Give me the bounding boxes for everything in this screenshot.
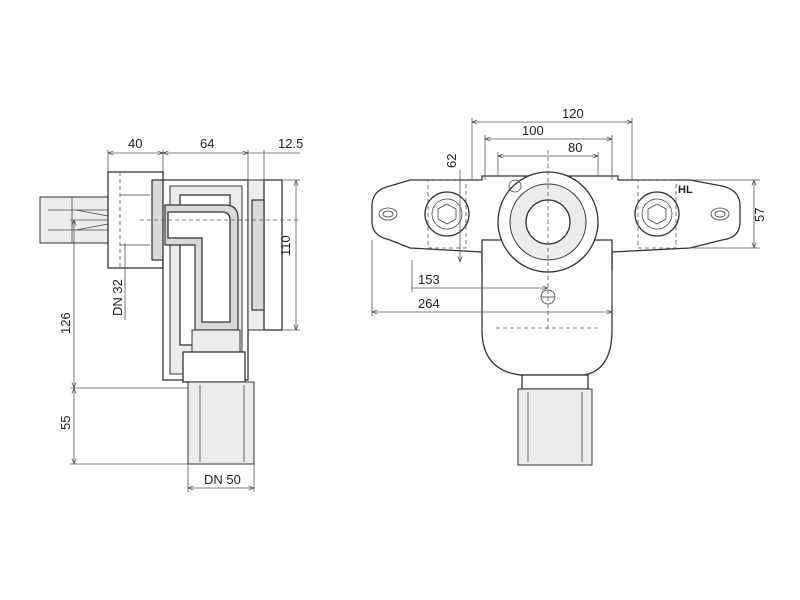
dim-80: 80 <box>497 140 599 176</box>
hl-logo: HL <box>678 184 693 196</box>
dim-110-label: 110 <box>278 235 293 256</box>
dim-264-label: 264 <box>418 296 440 311</box>
front-outlet-pipe <box>517 374 593 466</box>
dim-40-label: 40 <box>128 136 142 151</box>
siphon-housing <box>140 179 300 381</box>
dim-62-label: 62 <box>444 154 459 168</box>
right-fixing-nut: HL <box>634 179 693 249</box>
dim-57: 57 <box>690 179 767 249</box>
dim-153-label: 153 <box>418 272 440 287</box>
dim-120-label: 120 <box>562 106 584 121</box>
dim-64-label: 64 <box>200 136 214 151</box>
dim-40: 40 <box>107 136 164 172</box>
dim-100-label: 100 <box>522 123 544 138</box>
dim-55: 55 <box>58 388 188 465</box>
dim-12-5-label: 12.5 <box>278 136 303 151</box>
dim-55-label: 55 <box>58 416 73 430</box>
left-fixing-nut <box>424 179 470 249</box>
side-section-view: 40 64 12.5 110 DN 32 126 <box>39 136 303 492</box>
dim-100: 100 <box>484 123 613 180</box>
dim-153: 153 <box>411 260 548 292</box>
dim-12-5: 12.5 <box>248 136 303 180</box>
dim-110: 110 <box>278 179 300 331</box>
dim-dn50-label: DN 50 <box>204 472 241 487</box>
dim-120: 120 <box>471 106 633 180</box>
dim-264: 264 <box>371 240 613 316</box>
dim-80-label: 80 <box>568 140 582 155</box>
dim-dn32: DN 32 <box>110 243 126 320</box>
dim-64: 64 <box>163 136 249 180</box>
dim-126-label: 126 <box>58 312 73 334</box>
front-view: HL 120 <box>371 106 767 466</box>
dim-62: 62 <box>444 154 460 262</box>
outlet-pipe-dn50 <box>182 351 255 465</box>
dim-dn32-label: DN 32 <box>110 279 125 316</box>
dim-126: 126 <box>58 219 188 389</box>
dim-dn50: DN 50 <box>187 464 255 492</box>
dim-57-label: 57 <box>752 208 767 222</box>
